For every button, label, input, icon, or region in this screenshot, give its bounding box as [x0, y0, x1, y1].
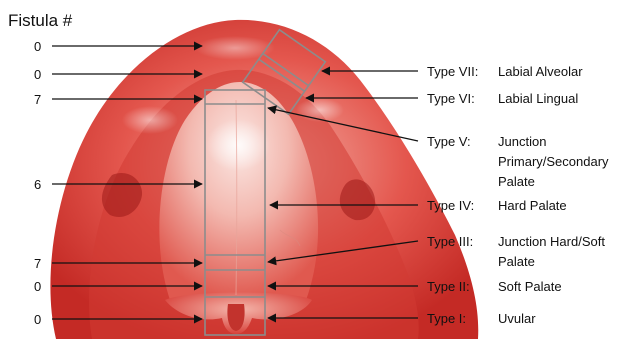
fistula-count-2: 0: [34, 67, 41, 82]
type-v-desc-line3: Palate: [498, 174, 535, 189]
fistula-count-title: Fistula #: [8, 11, 73, 30]
type-ii-label: Type II:: [427, 279, 470, 294]
arch-highlight-left: [122, 106, 178, 134]
type-ii-desc: Soft Palate: [498, 279, 562, 294]
fistula-type-legend: Type VII: Labial Alveolar Type VI: Labia…: [427, 64, 609, 326]
fistula-count-6: 0: [34, 279, 41, 294]
fistula-count-7: 0: [34, 312, 41, 327]
type-vi-label: Type VI:: [427, 91, 475, 106]
type-i-label: Type I:: [427, 311, 466, 326]
type-v-desc-line2: Primary/Secondary: [498, 154, 609, 169]
type-vi-desc: Labial Lingual: [498, 91, 578, 106]
type-i-desc: Uvular: [498, 311, 536, 326]
type-iii-desc-line2: Palate: [498, 254, 535, 269]
fistula-count-4: 6: [34, 177, 41, 192]
type-iii-desc-line1: Junction Hard/Soft: [498, 234, 605, 249]
fistula-count-3: 7: [34, 92, 41, 107]
fistula-count-1: 0: [34, 39, 41, 54]
type-vii-desc: Labial Alveolar: [498, 64, 583, 79]
type-iii-label: Type III:: [427, 234, 473, 249]
type-v-label: Type V:: [427, 134, 471, 149]
fistula-counts: 0 0 7 6 7 0 0: [34, 39, 41, 327]
vault-highlight: [206, 119, 270, 171]
fistula-count-5: 7: [34, 256, 41, 271]
type-vii-label: Type VII:: [427, 64, 478, 79]
arch-highlight-top: [195, 36, 275, 60]
type-v-desc-line1: Junction: [498, 134, 546, 149]
type-iv-label: Type IV:: [427, 198, 474, 213]
arch-highlight-right: [296, 98, 344, 122]
type-iv-desc: Hard Palate: [498, 198, 567, 213]
